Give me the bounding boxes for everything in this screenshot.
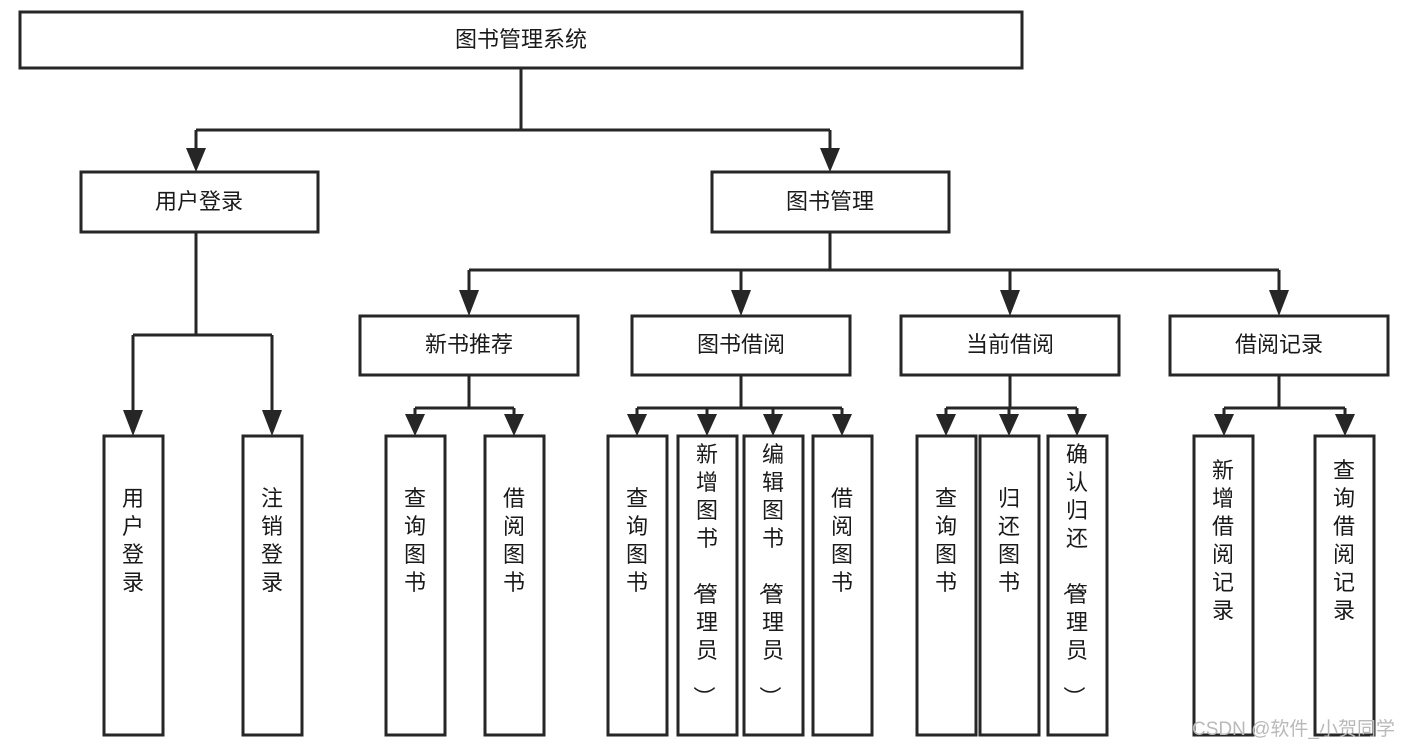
node-root-box[interactable] [18,10,1024,70]
node-leaf-return-book-label: 归还图书 [998,486,1020,595]
connector-layer [123,68,1355,436]
arrow-to-leaf-query-book-1 [405,414,425,436]
node-leaf-edit-book[interactable]: 编辑图书（管理员） [742,434,805,737]
node-book-management-box[interactable] [710,170,951,234]
node-leaf-borrow-book-2-label: 借阅图书 [831,486,853,595]
arrow-to-borrow-record [1269,290,1289,316]
arrow-to-leaf-return-book [999,414,1019,436]
node-borrow-record-box[interactable] [1168,314,1390,377]
arrow-to-current-borrow [1000,290,1020,316]
node-new-book-recommend[interactable]: 新书推荐 [358,314,580,377]
arrow-to-leaf-user-logout [262,410,282,436]
node-leaf-return-book[interactable]: 归还图书 [978,434,1041,737]
node-leaf-user-login-label: 用户登录 [122,486,144,595]
node-leaf-query-book-3-box[interactable] [915,434,978,737]
node-user-login-box[interactable] [79,170,320,234]
node-leaf-return-book-box[interactable] [978,434,1041,737]
arrow-to-leaf-confirm-return [1067,414,1087,436]
node-new-book-recommend-label: 新书推荐 [425,332,513,357]
node-current-borrow[interactable]: 当前借阅 [899,314,1121,377]
arrow-to-leaf-add-record [1214,414,1234,436]
arrow-to-leaf-user-login [123,410,143,436]
node-leaf-edit-book-box[interactable] [742,434,805,737]
node-leaf-query-record-box[interactable] [1313,434,1376,737]
node-book-borrow-box[interactable] [630,314,852,377]
node-leaf-user-logout[interactable]: 注销登录 [241,434,304,737]
csdn-watermark: CSDN @软件_小贺同学 [1192,718,1395,740]
node-leaf-query-book-1-label: 查询图书 [404,486,426,595]
node-book-management-label: 图书管理 [786,189,874,214]
node-leaf-confirm-return-box[interactable] [1046,434,1109,737]
node-leaf-query-book-2-box[interactable] [606,434,669,737]
node-leaf-add-record-label: 新增借阅记录 [1212,458,1234,623]
node-leaf-add-book-box[interactable] [676,434,739,737]
node-root[interactable]: 图书管理系统 [18,10,1024,70]
node-leaf-confirm-return-label: 确认归还（管理员） [1061,442,1088,708]
node-leaf-add-book-label: 新增图书（管理员） [691,442,718,708]
node-user-login[interactable]: 用户登录 [79,170,320,234]
node-leaf-borrow-book-1-box[interactable] [483,434,546,737]
node-leaf-query-book-2[interactable]: 查询图书 [606,434,669,737]
arrow-to-leaf-query-book-3 [936,414,956,436]
node-leaf-edit-book-label: 编辑图书（管理员） [757,442,784,708]
node-current-borrow-box[interactable] [899,314,1121,377]
node-leaf-query-book-1-box[interactable] [384,434,447,737]
node-current-borrow-label: 当前借阅 [966,332,1054,357]
node-leaf-query-record[interactable]: 查询借阅记录 [1313,434,1376,737]
node-leaf-add-record-box[interactable] [1192,434,1255,737]
node-book-borrow-label: 图书借阅 [697,332,785,357]
arrow-to-leaf-borrow-book-2 [832,414,852,436]
node-leaf-borrow-book-1-label: 借阅图书 [503,486,525,595]
leaf-nodes-layer: 用户登录 注销登录 查询图书 借阅图书 查询图书 新增图书（管理员） 编辑图书（… [102,434,1376,737]
node-root-label: 图书管理系统 [455,27,587,52]
arrow-to-leaf-add-book [697,414,717,436]
node-leaf-borrow-book-1[interactable]: 借阅图书 [483,434,546,737]
node-book-management[interactable]: 图书管理 [710,170,951,234]
arrow-to-leaf-query-book-2 [627,414,647,436]
node-user-login-label: 用户登录 [155,189,243,214]
node-leaf-confirm-return[interactable]: 确认归还（管理员） [1046,434,1109,737]
arrow-to-leaf-edit-book [763,414,783,436]
arrow-to-leaf-borrow-book-1 [504,414,524,436]
node-leaf-query-book-1[interactable]: 查询图书 [384,434,447,737]
node-leaf-query-book-3-label: 查询图书 [935,486,957,595]
node-new-book-recommend-box[interactable] [358,314,580,377]
node-leaf-borrow-book-2[interactable]: 借阅图书 [811,434,874,737]
arrow-to-leaf-query-record [1335,414,1355,436]
node-leaf-user-login-box[interactable] [102,434,165,737]
node-book-borrow[interactable]: 图书借阅 [630,314,852,377]
node-leaf-borrow-book-2-box[interactable] [811,434,874,737]
node-leaf-query-book-3[interactable]: 查询图书 [915,434,978,737]
node-leaf-add-record[interactable]: 新增借阅记录 [1192,434,1255,737]
node-borrow-record-label: 借阅记录 [1235,332,1323,357]
arrow-to-new-book-recommend [459,290,479,316]
arrow-to-book-management [820,148,840,172]
node-leaf-add-book[interactable]: 新增图书（管理员） [676,434,739,737]
node-leaf-user-logout-label: 注销登录 [261,486,283,595]
node-leaf-query-record-label: 查询借阅记录 [1333,458,1355,623]
arrow-to-book-borrow [731,290,751,316]
node-leaf-query-book-2-label: 查询图书 [626,486,648,595]
node-leaf-user-logout-box[interactable] [241,434,304,737]
node-borrow-record[interactable]: 借阅记录 [1168,314,1390,377]
node-leaf-user-login[interactable]: 用户登录 [102,434,165,737]
arrow-to-user-login [186,148,206,172]
